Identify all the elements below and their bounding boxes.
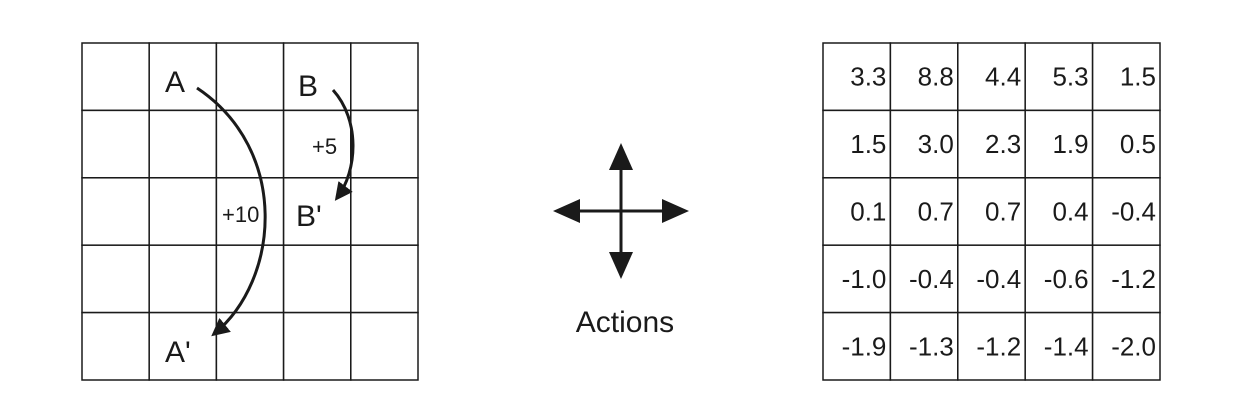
value-cell (957, 311, 1026, 381)
gridworld-cell (350, 177, 419, 246)
value-cell-text: 0.1 (850, 197, 886, 227)
actions-label: Actions (576, 306, 674, 339)
value-cell (1024, 244, 1094, 314)
value-cell-text: -2.0 (1111, 331, 1156, 361)
gridworld-cell (81, 311, 150, 381)
value-cell-text: -1.9 (842, 331, 887, 361)
value-cell-text: 1.9 (1052, 129, 1088, 159)
value-cell-text: -0.4 (909, 264, 954, 294)
value-cell (822, 42, 892, 112)
value-cell (1024, 42, 1094, 112)
value-cell-text: -1.4 (1044, 331, 1089, 361)
gridworld-cell (350, 311, 419, 381)
gridworld-cell (81, 177, 150, 246)
value-cell-text: 3.3 (850, 62, 886, 92)
state-b-label: B (298, 70, 318, 103)
gridworld-cell (350, 42, 419, 112)
value-cell-text: 0.5 (1120, 129, 1156, 159)
gridworld-cell (81, 244, 150, 314)
gridworld-cell (215, 244, 285, 314)
value-cell-text: 8.8 (918, 62, 954, 92)
reward-b-label: +5 (312, 134, 337, 159)
gridworld-cell (282, 244, 352, 314)
value-cell-text: 2.3 (985, 129, 1021, 159)
gridworld-cell (282, 311, 352, 381)
value-cell-text: -0.4 (1111, 197, 1156, 227)
value-cell (822, 109, 892, 179)
gridworld-cell (148, 311, 218, 381)
value-cell (889, 177, 959, 246)
gridworld-cell (215, 42, 285, 112)
value-cell-text: 4.4 (985, 62, 1021, 92)
value-cell-text: -1.3 (909, 331, 954, 361)
value-cell (1091, 244, 1161, 314)
value-cell-text: 3.0 (918, 129, 954, 159)
value-cell-text: -0.4 (976, 264, 1021, 294)
value-cell (1024, 109, 1094, 179)
value-cell-text: 0.7 (918, 197, 954, 227)
gridworld-cell (350, 244, 419, 314)
gridworld (81, 42, 419, 381)
gridworld-cell (215, 109, 285, 179)
value-cell (957, 42, 1026, 112)
value-cell (1091, 177, 1161, 246)
value-cell (822, 244, 892, 314)
gridworld-cell (148, 42, 218, 112)
gridworld-cell (148, 177, 218, 246)
value-cell-text: -1.2 (1111, 264, 1156, 294)
actions-cross-icon (553, 143, 689, 279)
value-cell (1091, 109, 1161, 179)
state-a-label: A (165, 66, 185, 99)
value-cell (889, 311, 959, 381)
gridworld-cell (81, 42, 150, 112)
value-cell-text: -0.6 (1044, 264, 1089, 294)
value-grid: 3.3 8.8 4.4 5.3 1.5 1.5 3.0 2.3 1.9 0.5 0.1 0.7 0.7 0… (822, 42, 1161, 381)
value-cell-text: 0.7 (985, 197, 1021, 227)
value-cell-text: 1.5 (850, 129, 886, 159)
reward-a-label: +10 (222, 202, 259, 227)
value-cell-text: -1.0 (842, 264, 887, 294)
gridworld-cell (81, 109, 150, 179)
value-cell-text: 0.4 (1052, 197, 1088, 227)
gridworld-cell (148, 109, 218, 179)
value-cell-text: 5.3 (1052, 62, 1088, 92)
value-cell (1091, 311, 1161, 381)
gridworld-cell (350, 109, 419, 179)
value-cell (889, 42, 959, 112)
transition-arrow-a (196, 86, 267, 337)
transition-arrow-b (331, 88, 355, 201)
state-b-prime-label: B' (296, 200, 322, 233)
value-cell-text: 1.5 (1120, 62, 1156, 92)
state-a-prime-label: A' (165, 336, 191, 369)
value-cell-text: -1.2 (976, 331, 1021, 361)
gridworld-cell (148, 244, 218, 314)
